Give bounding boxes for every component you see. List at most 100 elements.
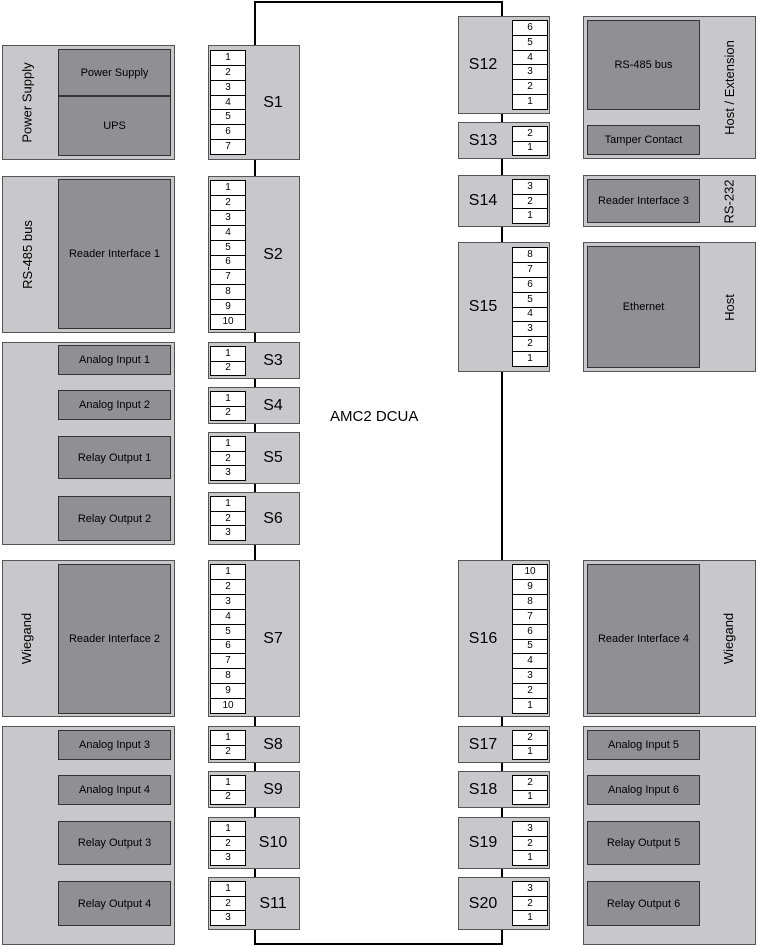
pin-number: 1 [527,210,533,222]
pin-number: 6 [513,278,547,293]
pin-number: 3 [513,65,547,81]
pin-number: 2 [513,897,547,912]
pin-number: 4 [211,610,245,625]
connector-label: S6 [263,509,283,527]
pin-number: 2 [211,66,245,81]
pin-number: 6 [211,640,245,655]
connector-label: S10 [258,834,288,851]
connector-label: S18 [468,780,498,798]
pin-number: 2 [513,337,547,353]
pin-number: 2 [211,512,245,527]
tamper-contact-box: Tamper Contact [587,125,700,155]
connector-label: S8 [263,735,283,753]
pin-number: 7 [513,610,547,625]
connector-label: S13 [468,131,498,149]
connector-label: S1 [263,93,283,111]
pin-number: 1 [527,852,533,864]
pin-number: 4 [513,308,547,323]
pin-number: 10 [222,316,234,328]
pin-number: 1 [211,731,245,746]
pin-number: 8 [513,248,547,263]
connector-label: S2 [263,245,283,263]
host-extension-group-label: Host / Extension [721,40,737,135]
reader-interface-2-box: Reader Interface 2 [58,564,171,714]
pin-number: 9 [211,684,245,700]
rs232-group-label: RS-232 [721,178,737,224]
connector-label: S7 [263,629,283,647]
pin-number: 1 [211,497,245,512]
pin-number: 3 [513,322,547,338]
pin-number: 1 [527,912,533,924]
connector-label: S17 [468,735,498,753]
pin-number: 2 [513,127,547,142]
pin-number: 5 [211,110,245,126]
reader-interface-4-box: Reader Interface 4 [587,564,700,714]
host-group-label: Host [721,293,737,321]
wiegand-group-right-label: Wiegand [721,612,737,665]
pin-number: 3 [513,882,547,897]
pin-number: 1 [211,51,245,66]
ethernet-box: Ethernet [587,246,700,368]
pin-number: 1 [527,353,533,365]
pin-number: 1 [527,700,533,712]
pin-number: 2 [513,731,547,746]
pin-number: 4 [513,654,547,670]
pin-number: 1 [211,392,245,407]
pin-number: 1 [527,746,533,758]
analog-input-5-box: Analog Input 5 [587,730,700,760]
pin-number: 1 [211,181,245,196]
pin-number: 1 [211,822,245,837]
pin-number: 8 [513,595,547,610]
connector-label: S19 [468,834,498,851]
relay-output-5-box: Relay Output 5 [587,821,700,865]
pin-number: 2 [513,684,547,700]
pin-number: 6 [211,125,245,141]
pin-number: 1 [211,776,245,791]
power-supply-box: Power Supply [58,49,171,96]
pin-number: 10 [513,565,547,580]
ups-box: UPS [58,96,171,156]
pin-number: 4 [211,96,245,111]
connector-label: S11 [259,894,287,912]
pin-number: 1 [527,96,533,108]
pin-number: 3 [211,81,245,96]
pin-number: 4 [513,51,547,66]
pin-number: 4 [211,226,245,241]
connector-label: S15 [468,298,498,315]
rs485-bus-box: RS-485 bus [587,20,700,110]
relay-output-4-box: Relay Output 4 [58,881,171,926]
reader-interface-3-box: Reader Interface 3 [587,179,700,223]
pin-number: 6 [211,256,245,271]
pin-number: 5 [211,241,245,256]
pin-number: 2 [211,452,245,467]
pin-number: 3 [225,527,231,539]
pin-number: 2 [513,776,547,791]
pin-number: 3 [225,912,231,924]
connector-label: S4 [263,396,283,414]
pin-number: 7 [225,141,231,153]
pin-number: 2 [225,746,231,758]
reader-interface-1-box: Reader Interface 1 [58,179,171,329]
pin-number: 6 [513,21,547,36]
pin-number: 1 [527,142,533,154]
pin-number: 3 [225,467,231,479]
analog-input-2-box: Analog Input 2 [58,390,171,420]
connector-label: S12 [468,56,498,73]
wiegand-group-left-label: Wiegand [19,612,35,665]
pin-number: 7 [211,270,245,286]
